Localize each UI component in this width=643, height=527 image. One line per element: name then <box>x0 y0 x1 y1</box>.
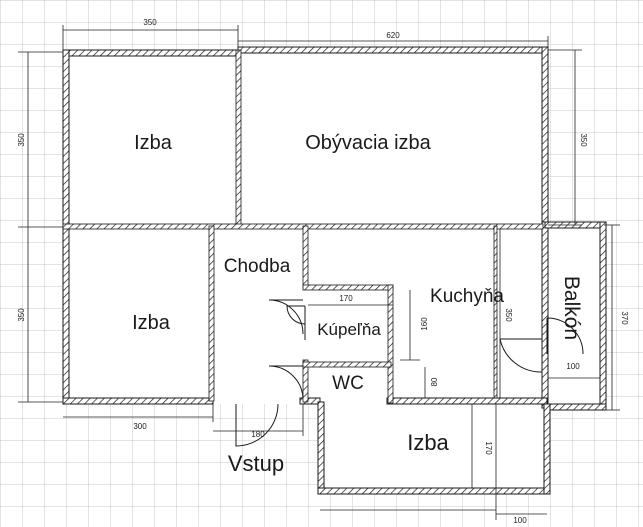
label-wc: WC <box>332 373 364 394</box>
dim-bottom-left: 300 <box>133 422 147 431</box>
dim-top-right: 620 <box>386 31 400 40</box>
dim-bottom-right: 100 <box>513 516 527 525</box>
doors <box>235 299 584 447</box>
dimension-labels: 350 620 350 350 350 370 100 300 180 170 … <box>17 18 629 525</box>
dim-balcony-width: 100 <box>566 362 580 371</box>
door-kitchen <box>499 338 543 373</box>
dim-top-left: 350 <box>143 18 157 27</box>
dim-bathroom-height: 160 <box>420 317 429 331</box>
label-room-mid-left: Izba <box>132 312 171 334</box>
dim-room-bottom-height: 170 <box>484 441 493 455</box>
interior-walls <box>62 49 544 404</box>
label-balcony: Balkón <box>560 276 583 340</box>
door-balcony <box>546 317 584 355</box>
label-living-room: Obývacia izba <box>305 132 431 154</box>
dimension-lines <box>18 25 620 520</box>
label-entrance: Vstup <box>228 451 284 476</box>
label-room-bottom: Izba <box>407 430 449 455</box>
dim-balcony-height: 370 <box>620 311 629 325</box>
room-labels: Izba Obývacia izba Izba Chodba Kúpeľňa K… <box>132 132 583 476</box>
dim-right-upper: 350 <box>579 133 588 147</box>
door-bathroom <box>286 305 306 325</box>
dim-kitchen-height: 350 <box>504 308 513 322</box>
dim-left-upper: 350 <box>17 133 26 147</box>
label-hallway: Chodba <box>224 256 291 277</box>
label-bathroom: Kúpeľňa <box>317 320 381 339</box>
dim-bathroom-width: 170 <box>339 294 353 303</box>
door-hall <box>268 299 304 335</box>
dim-left-lower: 350 <box>17 308 26 322</box>
door-entrance <box>235 403 279 447</box>
label-room-top-left: Izba <box>134 132 173 154</box>
dim-wc-height: 80 <box>430 377 439 386</box>
dim-entrance: 180 <box>251 430 265 439</box>
label-kitchen: Kuchyňa <box>430 286 504 307</box>
